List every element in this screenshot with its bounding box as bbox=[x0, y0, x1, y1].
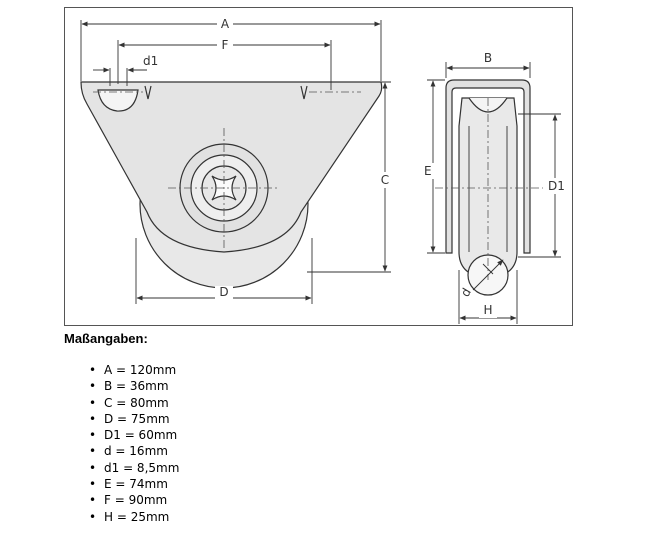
spec-item-h: H = 25mm bbox=[88, 509, 179, 526]
label-d1: d1 bbox=[143, 54, 158, 68]
label-B: B bbox=[484, 51, 492, 65]
spec-item-d1-diameter: D1 = 60mm bbox=[88, 427, 179, 444]
technical-drawing: A F d1 C D B E D1 d H bbox=[64, 7, 573, 326]
label-F: F bbox=[222, 38, 229, 52]
spec-item-b: B = 36mm bbox=[88, 378, 179, 395]
center-lines-front bbox=[93, 91, 361, 248]
label-d: d bbox=[458, 286, 474, 300]
mounting-hole-left bbox=[97, 89, 139, 112]
label-D: D bbox=[219, 285, 228, 299]
spec-item-e: E = 74mm bbox=[88, 476, 179, 493]
spec-item-f: F = 90mm bbox=[88, 492, 179, 509]
center-lines-side bbox=[435, 98, 543, 280]
screw-mark-left bbox=[144, 85, 152, 100]
label-A: A bbox=[221, 17, 230, 31]
spec-item-a: A = 120mm bbox=[88, 362, 179, 379]
spec-item-d: D = 75mm bbox=[88, 411, 179, 428]
spec-item-hole: d1 = 8,5mm bbox=[88, 460, 179, 477]
specs-heading: Maßangaben: bbox=[64, 331, 148, 346]
spec-item-c: C = 80mm bbox=[88, 395, 179, 412]
screw-mark-right bbox=[300, 85, 308, 100]
specs-list: A = 120mm B = 36mm C = 80mm D = 75mm D1 … bbox=[88, 362, 179, 525]
front-view bbox=[80, 81, 383, 289]
spec-item-bore: d = 16mm bbox=[88, 443, 179, 460]
label-D1: D1 bbox=[548, 179, 565, 193]
label-E: E bbox=[424, 164, 432, 178]
label-H: H bbox=[483, 303, 492, 317]
dimension-labels: A F d1 C D B E D1 d H bbox=[143, 16, 571, 318]
bore-diameter-mark bbox=[472, 259, 504, 291]
side-bracket bbox=[445, 79, 531, 254]
label-C: C bbox=[381, 173, 389, 187]
roller-drawing-svg: A F d1 C D B E D1 d H bbox=[80, 16, 571, 324]
